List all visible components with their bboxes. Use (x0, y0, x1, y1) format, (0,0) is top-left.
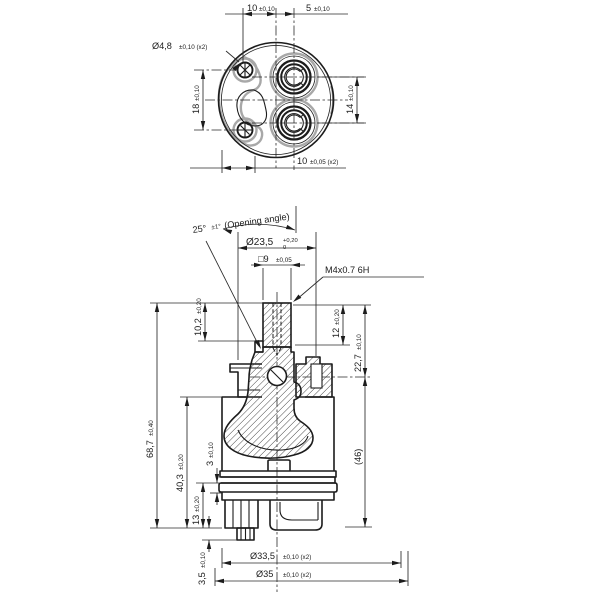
dim-12-tol: ±0,20 (334, 309, 341, 325)
dim-68-7: 68,7 ±0,40 (145, 302, 263, 529)
dim-13: 13 ±0,20 (191, 482, 219, 528)
opening-angle-value: 25° (192, 223, 207, 235)
dim-base-35: Ø35 ±0,10 (x2) (214, 551, 409, 586)
dim-pitch: 10 ±0,10 5 ±0,10 (225, 3, 348, 62)
cap-dia-value: Ø23,5 (246, 237, 274, 248)
locating-pin-top (236, 61, 254, 79)
dim-22-7: 22,7 ±0,10 (353, 305, 368, 377)
opening-angle-tol: ±1° (211, 222, 222, 231)
dim-3-5-value: 3,5 (197, 572, 207, 585)
dim-35-value: Ø35 (256, 569, 273, 579)
dim-pitch-left-value: 10 (247, 3, 257, 13)
dim-13-tol: ±0,20 (194, 496, 201, 512)
dim-pitch-left-tol: ±0,10 (259, 6, 275, 13)
dim-68-7-tol: ±0,40 (148, 420, 155, 436)
dim-33-5-value: Ø33,5 (250, 551, 275, 561)
dim-18-tol: ±0,10 (194, 85, 201, 101)
dim-40-3-tol: ±0,20 (178, 454, 185, 470)
dim-stem-square: □9 ±0,05 (251, 254, 305, 300)
dim-14: 14 ±0,10 (318, 76, 364, 124)
dim-3-value: 3 (205, 461, 215, 466)
dim-12-value: 12 (331, 328, 341, 338)
dim-10-2-tol: ±0,20 (196, 298, 203, 314)
thread-callout-text: M4x0.7 6H (325, 265, 369, 275)
dim-pin-diameter: Ø4,8 ±0,10 (x2) (152, 41, 242, 72)
center-cavity (236, 89, 268, 127)
stem-square-tol: ±0,05 (276, 257, 292, 264)
dim-40-3: 40,3 ±0,20 (175, 396, 222, 528)
dim-22-7-value: 22,7 (353, 354, 363, 372)
cap-dia-tol-lower: 0 (283, 245, 286, 251)
opening-angle-label: (Opening angle) (224, 211, 291, 230)
dim-46: (46) (345, 377, 372, 528)
dim-pin-dia-tol: ±0,10 (x2) (179, 44, 207, 51)
stem-square-value: □9 (258, 254, 269, 264)
dim-thread-callout: M4x0.7 6H (291, 265, 424, 304)
dim-pin-dia-value: Ø4,8 (152, 41, 172, 51)
dim-base-33-5: Ø33,5 ±0,10 (x2) (221, 548, 402, 568)
front-view: 25° ±1° (Opening angle) Ø23,5 +0,20 0 □9… (145, 206, 424, 592)
dim-3-5: 3,5 ±0,10 (197, 516, 237, 585)
dim-3-5-tol: ±0,10 (200, 552, 207, 568)
locating-pin-bottom (236, 121, 254, 139)
dim-pitch-right-tol: ±0,10 (314, 6, 330, 13)
alignment-tab (267, 459, 291, 471)
top-view: 10 ±0,10 5 ±0,10 Ø4,8 ±0,10 (x2) 18 ±0,1… (152, 3, 366, 173)
dim-13-value: 13 (191, 515, 201, 525)
dim-68-7-value: 68,7 (145, 440, 155, 458)
dim-3: 3 ±0,10 (205, 442, 222, 505)
dim-35-tol: ±0,10 (x2) (283, 572, 311, 579)
dim-bottom-10: 10 ±0,05 (x2) (190, 150, 346, 173)
dim-cap-diameter: Ø23,5 +0,20 0 (237, 232, 317, 360)
dim-40-3-value: 40,3 (175, 474, 185, 492)
cap-right-block (295, 356, 333, 398)
dim-33-5-tol: ±0,10 (x2) (283, 554, 311, 561)
serrated-foot (236, 527, 255, 541)
dim-3-tol: ±0,10 (208, 442, 215, 458)
dim-10-2-value: 10,2 (193, 318, 203, 336)
dim-10-2: 10,2 ±0,20 (193, 298, 254, 342)
dim-12: 12 ±0,20 (293, 304, 371, 346)
dim-bottom-10-value: 10 (297, 156, 307, 166)
dim-14-tol: ±0,10 (348, 85, 355, 101)
dim-18-value: 18 (191, 104, 201, 114)
lever-section (223, 346, 314, 459)
dim-46-value: (46) (353, 449, 363, 465)
dim-14-value: 14 (345, 104, 355, 114)
base-skirt (224, 500, 323, 541)
dim-18: 18 ±0,10 (191, 70, 206, 130)
dim-pitch-right-value: 5 (306, 3, 311, 13)
cap-dia-tol-upper: +0,20 (283, 238, 298, 244)
dim-22-7-tol: ±0,10 (356, 334, 363, 350)
dim-bottom-10-tol: ±0,05 (x2) (310, 159, 338, 166)
